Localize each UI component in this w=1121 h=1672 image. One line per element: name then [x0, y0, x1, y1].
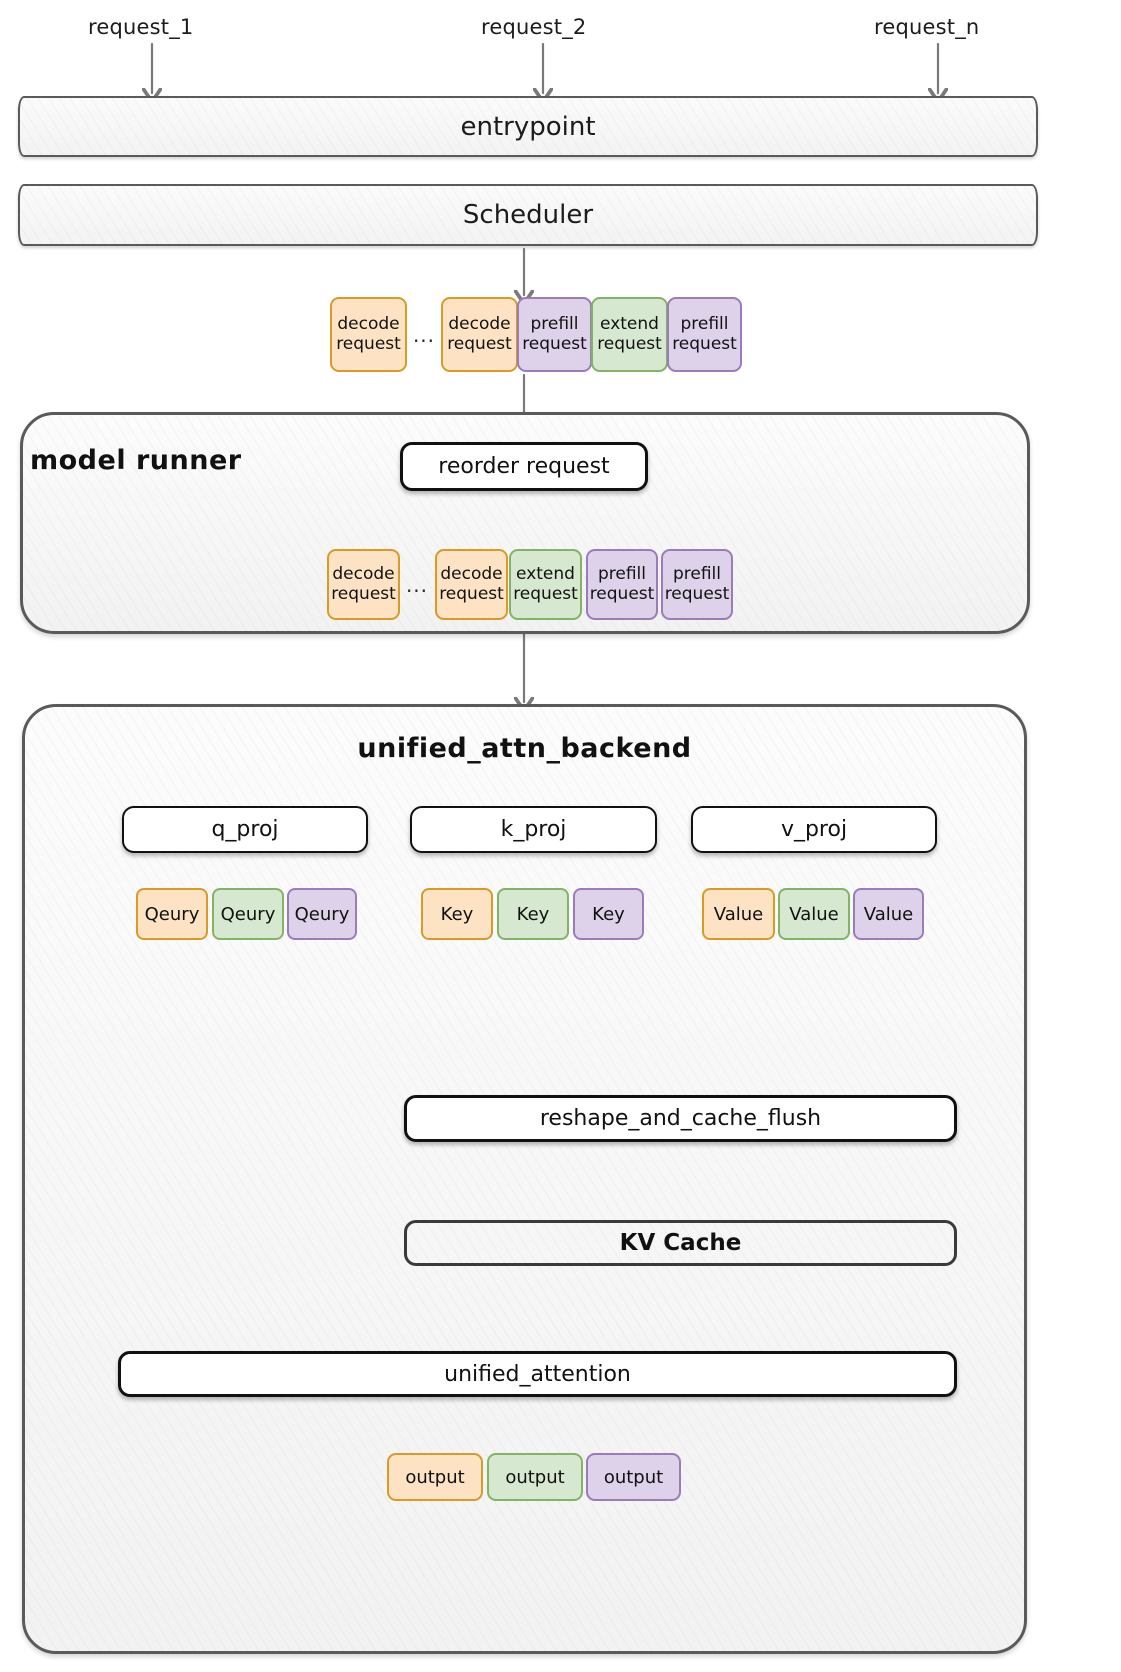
value-chip-orange[interactable]: Value [702, 888, 775, 940]
k-proj-box[interactable]: k_proj [410, 806, 657, 853]
reshape-and-cache-flush-box[interactable]: reshape_and_cache_flush [404, 1095, 957, 1142]
qeury-chip-green[interactable]: Qeury [212, 888, 284, 940]
key-chip-purple[interactable]: Key [573, 888, 644, 940]
chip-line2: request [664, 583, 730, 604]
qeury-chip-orange[interactable]: Qeury [136, 888, 208, 940]
reorder-request-label: reorder request [438, 454, 610, 479]
entrypoint-bar[interactable]: entrypoint [18, 96, 1038, 157]
chip-line2: request [522, 333, 587, 354]
model-runner-title: model runner [30, 445, 242, 476]
unified-attention-box[interactable]: unified_attention [118, 1351, 957, 1397]
value-label: Value [789, 903, 839, 925]
chip-line2: request [597, 333, 662, 354]
key-label: Key [592, 903, 625, 925]
chip-line2: request [589, 583, 655, 604]
output-chip-orange[interactable]: output [387, 1453, 483, 1501]
qeury-chip-purple[interactable]: Qeury [287, 888, 357, 940]
runner-chip-prefill-1[interactable]: prefill request [586, 549, 658, 620]
chip-line2: request [439, 583, 504, 604]
reorder-request-box[interactable]: reorder request [400, 442, 648, 491]
chip-line2: request [447, 333, 512, 354]
key-label: Key [440, 903, 474, 925]
output-chip-purple[interactable]: output [586, 1453, 681, 1501]
value-label: Value [863, 903, 914, 925]
chip-line1: prefill [597, 564, 647, 585]
v-proj-label: v_proj [780, 817, 848, 842]
chip-line2: request [331, 583, 396, 604]
qeury-label: Qeury [220, 903, 276, 925]
output-label: output [405, 1466, 465, 1488]
scheduler-label: Scheduler [462, 200, 594, 230]
scheduler-chip-decode-1[interactable]: decode request [330, 297, 407, 372]
kv-cache-label: KV Cache [619, 1230, 742, 1256]
reshape-and-cache-flush-label: reshape_and_cache_flush [539, 1106, 822, 1131]
value-chip-green[interactable]: Value [778, 888, 850, 940]
output-label: output [603, 1466, 664, 1488]
q-proj-box[interactable]: q_proj [122, 806, 368, 853]
chip-line2: request [513, 583, 578, 604]
unified-attention-label: unified_attention [444, 1361, 631, 1387]
chip-line2: request [672, 333, 737, 354]
key-label: Key [516, 903, 550, 925]
chip-line2: request [336, 333, 401, 354]
runner-chip-decode-2[interactable]: decode request [435, 549, 508, 620]
entrypoint-label: entrypoint [460, 111, 596, 142]
qeury-label: Qeury [144, 903, 200, 925]
output-label: output [505, 1466, 565, 1488]
unified-attn-backend-title: unified_attn_backend [357, 732, 692, 764]
key-chip-orange[interactable]: Key [421, 888, 493, 940]
k-proj-label: k_proj [500, 817, 567, 842]
scheduler-chip-extend[interactable]: extend request [591, 297, 668, 372]
chip-line1: decode [448, 314, 511, 335]
chip-line1: extend [600, 314, 659, 335]
v-proj-box[interactable]: v_proj [691, 806, 937, 853]
chip-line1: extend [516, 564, 575, 585]
output-chip-green[interactable]: output [487, 1453, 583, 1501]
runner-chip-extend[interactable]: extend request [509, 549, 582, 620]
scheduler-chip-decode-2[interactable]: decode request [441, 297, 518, 372]
value-chip-purple[interactable]: Value [853, 888, 924, 940]
chip-line1: decode [337, 314, 400, 335]
input-label-request-1: request_1 [88, 15, 194, 39]
chip-line1: prefill [672, 564, 722, 585]
chip-line1: decode [440, 564, 503, 585]
key-chip-green[interactable]: Key [497, 888, 569, 940]
scheduler-chip-prefill-1[interactable]: prefill request [517, 297, 592, 372]
chip-line1: prefill [530, 314, 579, 335]
chip-line1: decode [332, 564, 395, 585]
qeury-label: Qeury [294, 903, 350, 925]
scheduler-batch-ellipsis: ... [412, 322, 436, 347]
input-label-request-2: request_2 [481, 15, 587, 39]
input-label-request-n: request_n [874, 15, 980, 39]
scheduler-bar[interactable]: Scheduler [18, 184, 1038, 246]
value-label: Value [713, 903, 764, 925]
scheduler-chip-prefill-2[interactable]: prefill request [667, 297, 742, 372]
kv-cache-box[interactable]: KV Cache [404, 1220, 957, 1266]
runner-batch-ellipsis: ... [405, 572, 429, 597]
q-proj-label: q_proj [211, 817, 279, 842]
runner-chip-decode-1[interactable]: decode request [327, 549, 400, 620]
chip-line1: prefill [680, 314, 729, 335]
runner-chip-prefill-2[interactable]: prefill request [661, 549, 733, 620]
